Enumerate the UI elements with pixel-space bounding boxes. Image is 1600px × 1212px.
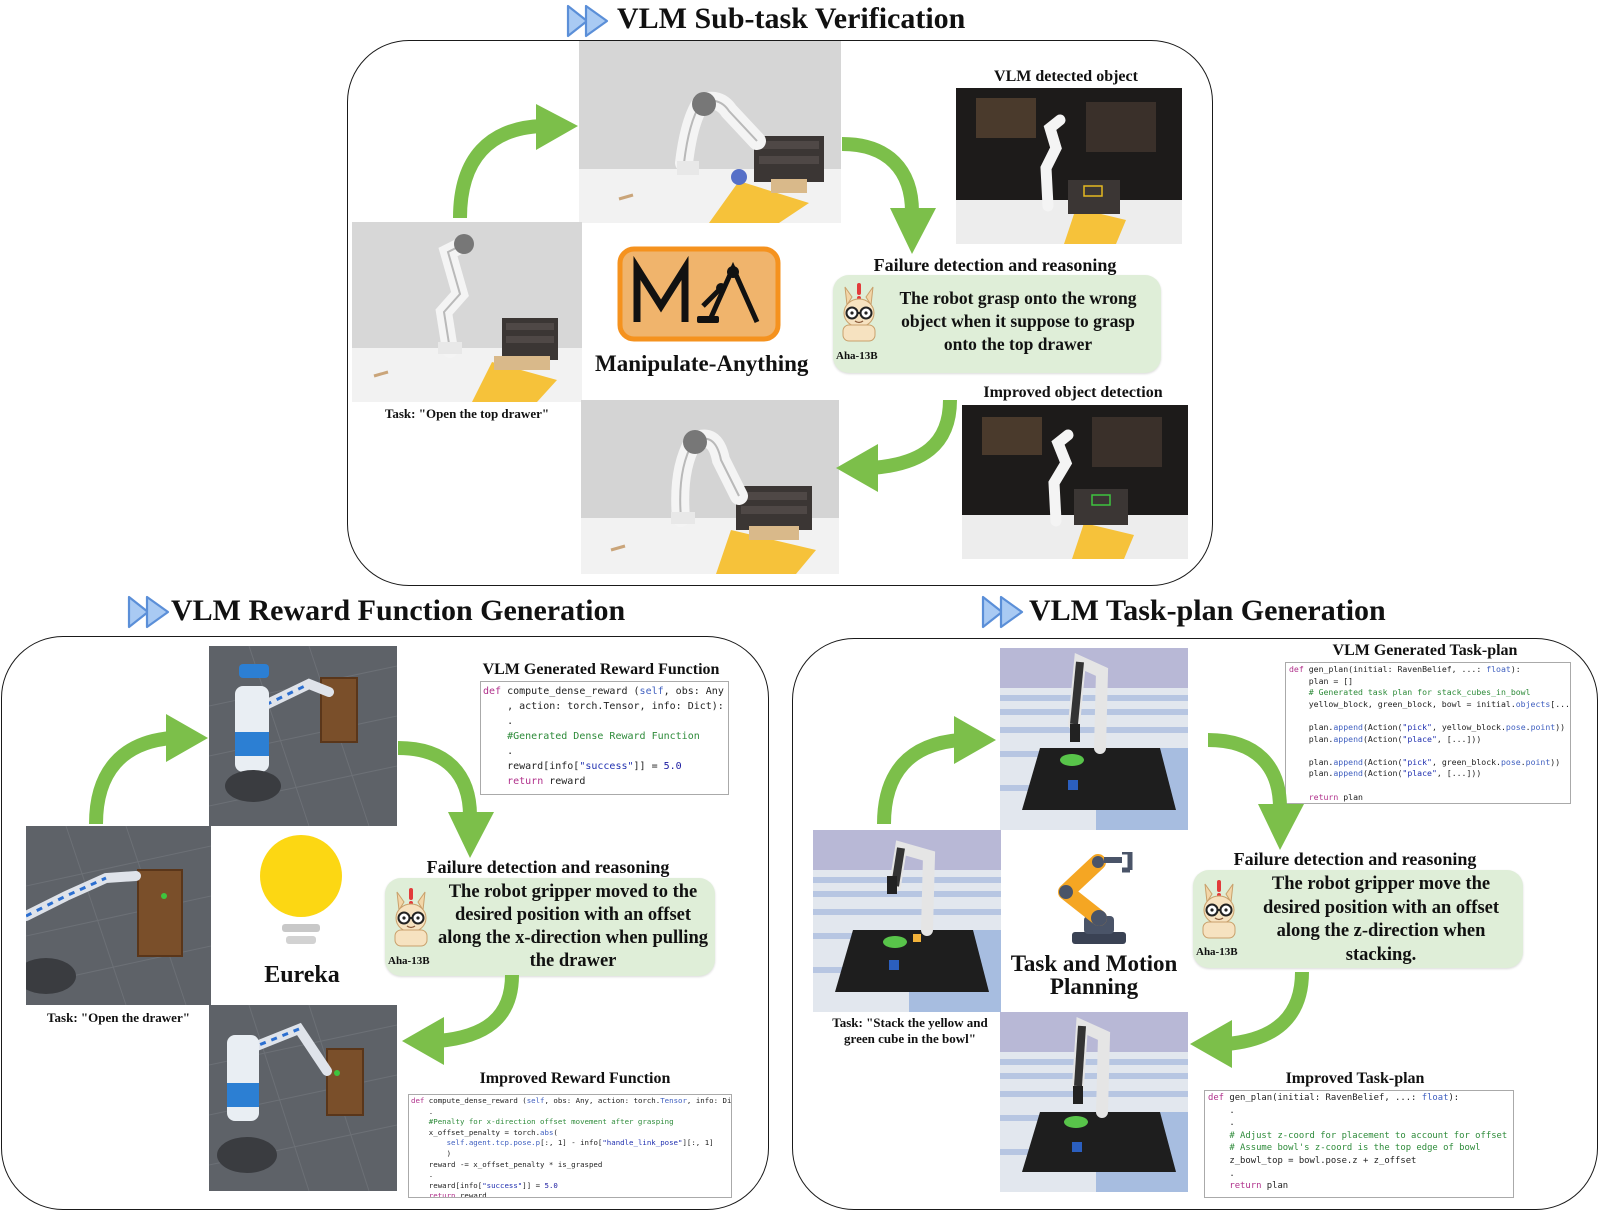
improved-detection-photo: [962, 405, 1188, 559]
code-line: [1289, 710, 1567, 722]
sim-reward-success: [209, 1005, 397, 1191]
improved-plan-label: Improved Task-plan: [1285, 1070, 1425, 1087]
robot-photo-success: [581, 400, 839, 574]
llama-mascot-icon: [837, 283, 881, 343]
manipulate-anything-logo: [617, 246, 781, 342]
code-line: .: [1208, 1168, 1235, 1179]
code-line: plan = []: [1289, 675, 1354, 686]
agent-name: Aha-13B: [388, 955, 430, 967]
green-curved-arrow: [397, 741, 494, 858]
green-curved-arrow: [1190, 972, 1309, 1068]
eureka-label: Eureka: [264, 962, 340, 988]
robot-photo-grasp: [579, 41, 841, 223]
code-line: .: [483, 746, 514, 757]
top-bubble-text: The robot grasp onto the wrong object wh…: [899, 288, 1137, 354]
sim-plan-pick: [1000, 648, 1188, 830]
fast-forward-icon: [565, 3, 611, 39]
code-line: .: [483, 716, 514, 727]
code-line: plan.append(Action("pick", yellow_block.…: [1289, 721, 1566, 732]
lightbulb-icon: [260, 835, 342, 944]
code-line: #Generated Dense Reward Function: [483, 731, 700, 742]
green-curved-arrow: [836, 400, 957, 492]
agent-name: Aha-13B: [836, 350, 878, 362]
agent-name: Aha-13B: [1196, 946, 1238, 958]
code-line: def compute_dense_reward (self, obs: Any…: [411, 1096, 732, 1105]
robot-photo-initial: [352, 222, 582, 402]
llama-mascot-icon: [389, 888, 433, 948]
improved-reward-code: def compute_dense_reward (self, obs: Any…: [408, 1094, 732, 1198]
manipulate-anything-label: Manipulate-Anything: [595, 351, 809, 376]
code-line: z_bowl_top = bowl.pose.z + z_offset: [1208, 1155, 1417, 1166]
green-curved-arrow: [402, 975, 519, 1065]
sim-reward-grasp: [209, 646, 397, 826]
code-line: , action: torch.Tensor, info: Dict):: [483, 701, 724, 712]
right-reasoning-bubble: Aha-13B The robot gripper move the desir…: [1193, 870, 1523, 968]
sim-plan-success: [1000, 1012, 1188, 1192]
top-reasoning-bubble: Aha-13B The robot grasp onto the wrong o…: [833, 275, 1161, 373]
green-curved-arrow: [1207, 733, 1304, 850]
code-line: return plan: [1308, 791, 1363, 802]
sim-reward-initial: [26, 826, 211, 1005]
code-line: return plan: [1229, 1181, 1289, 1192]
fast-forward-icon: [980, 594, 1026, 630]
code-line: x_offset_penalty = torch.abs(: [411, 1127, 558, 1137]
left-reasoning-bubble: Aha-13B The robot gripper moved to the d…: [385, 878, 715, 976]
right-task-caption: Task: "Stack the yellow and green cube i…: [832, 1015, 988, 1046]
code-line: def compute_dense_reward (self, obs: Any: [483, 686, 724, 697]
left-task-caption: Task: "Open the drawer": [47, 1010, 190, 1025]
code-line: plan.append(Action("place", [...])): [1289, 733, 1482, 744]
code-line: return reward: [428, 1191, 487, 1198]
code-line: # Assume bowl's z-coord is the top edge …: [1208, 1143, 1481, 1154]
improved-plan-code: def gen_plan(initial: RavenBelief, ...: …: [1204, 1090, 1514, 1198]
code-line: return reward: [507, 776, 586, 787]
code-line: .: [1208, 1118, 1235, 1129]
code-line: .: [411, 1106, 434, 1116]
vlm-generated-reward-label: VLM Generated Reward Function: [482, 661, 720, 678]
code-line: .: [411, 1170, 434, 1180]
code-line: plan.append(Action("place", [...])): [1289, 768, 1482, 779]
improved-reward-label: Improved Reward Function: [479, 1070, 671, 1087]
top-task-caption: Task: "Open the top drawer": [384, 406, 550, 421]
top-failure-label: Failure detection and reasoning: [873, 255, 1117, 275]
vlm-detected-photo: [956, 88, 1182, 244]
vlm-detected-label: VLM detected object: [994, 68, 1138, 85]
sim-plan-initial: [813, 830, 1001, 1012]
left-section-title: VLM Reward Function Generation: [171, 594, 626, 627]
code-line: [1289, 745, 1567, 757]
green-curved-arrow: [877, 716, 996, 825]
green-curved-arrow: [453, 104, 578, 219]
robot-arm-icon: [1058, 852, 1133, 944]
generated-plan-code: def gen_plan(initial: RavenBelief, ...: …: [1285, 662, 1571, 804]
llama-mascot-icon: [1197, 880, 1241, 940]
right-failure-label: Failure detection and reasoning: [1233, 849, 1477, 869]
vlm-generated-plan-label: VLM Generated Task-plan: [1332, 642, 1518, 659]
right-bubble-text: The robot gripper move the desired posit…: [1262, 874, 1500, 965]
improved-detection-label: Improved object detection: [983, 384, 1163, 401]
left-bubble-text: The robot gripper moved to the desired p…: [437, 882, 708, 971]
left-failure-label: Failure detection and reasoning: [426, 857, 670, 877]
code-line: # Generated task plan for stack_cubes_in…: [1289, 687, 1531, 698]
code-line: def gen_plan(initial: RavenBelief, ...: …: [1208, 1093, 1460, 1103]
code-line: reward[info["success"]] = 5.0: [483, 761, 682, 772]
code-line: ): [411, 1148, 452, 1158]
code-line: self.agent.tcp.pose.p[:, 1] - info["hand…: [446, 1138, 714, 1148]
code-line: reward[info["success"]] = 5.0: [411, 1180, 558, 1190]
code-line: def gen_plan(initial: RavenBelief, ...: …: [1289, 664, 1521, 674]
code-line: [1289, 780, 1567, 792]
code-line: # Adjust z-coord for placement to accoun…: [1208, 1130, 1508, 1141]
code-line: yellow_block, green_block, bowl = initia…: [1289, 698, 1570, 709]
code-line: reward -= x_offset_penalty * is_grasped: [411, 1159, 603, 1169]
right-section-title: VLM Task-plan Generation: [1029, 594, 1386, 627]
tamp-label: Task and Motion Planning: [1010, 951, 1178, 999]
generated-reward-code: def compute_dense_reward (self, obs: Any…: [480, 681, 729, 795]
code-line: .: [1208, 1105, 1235, 1116]
code-line: #Penalty for x-direction offset movement…: [411, 1117, 674, 1127]
green-curved-arrow: [841, 137, 936, 254]
fast-forward-icon: [126, 594, 172, 630]
code-line: plan.append(Action("pick", green_block.p…: [1289, 756, 1561, 767]
top-section-title: VLM Sub-task Verification: [617, 2, 966, 35]
green-curved-arrow: [89, 714, 208, 825]
